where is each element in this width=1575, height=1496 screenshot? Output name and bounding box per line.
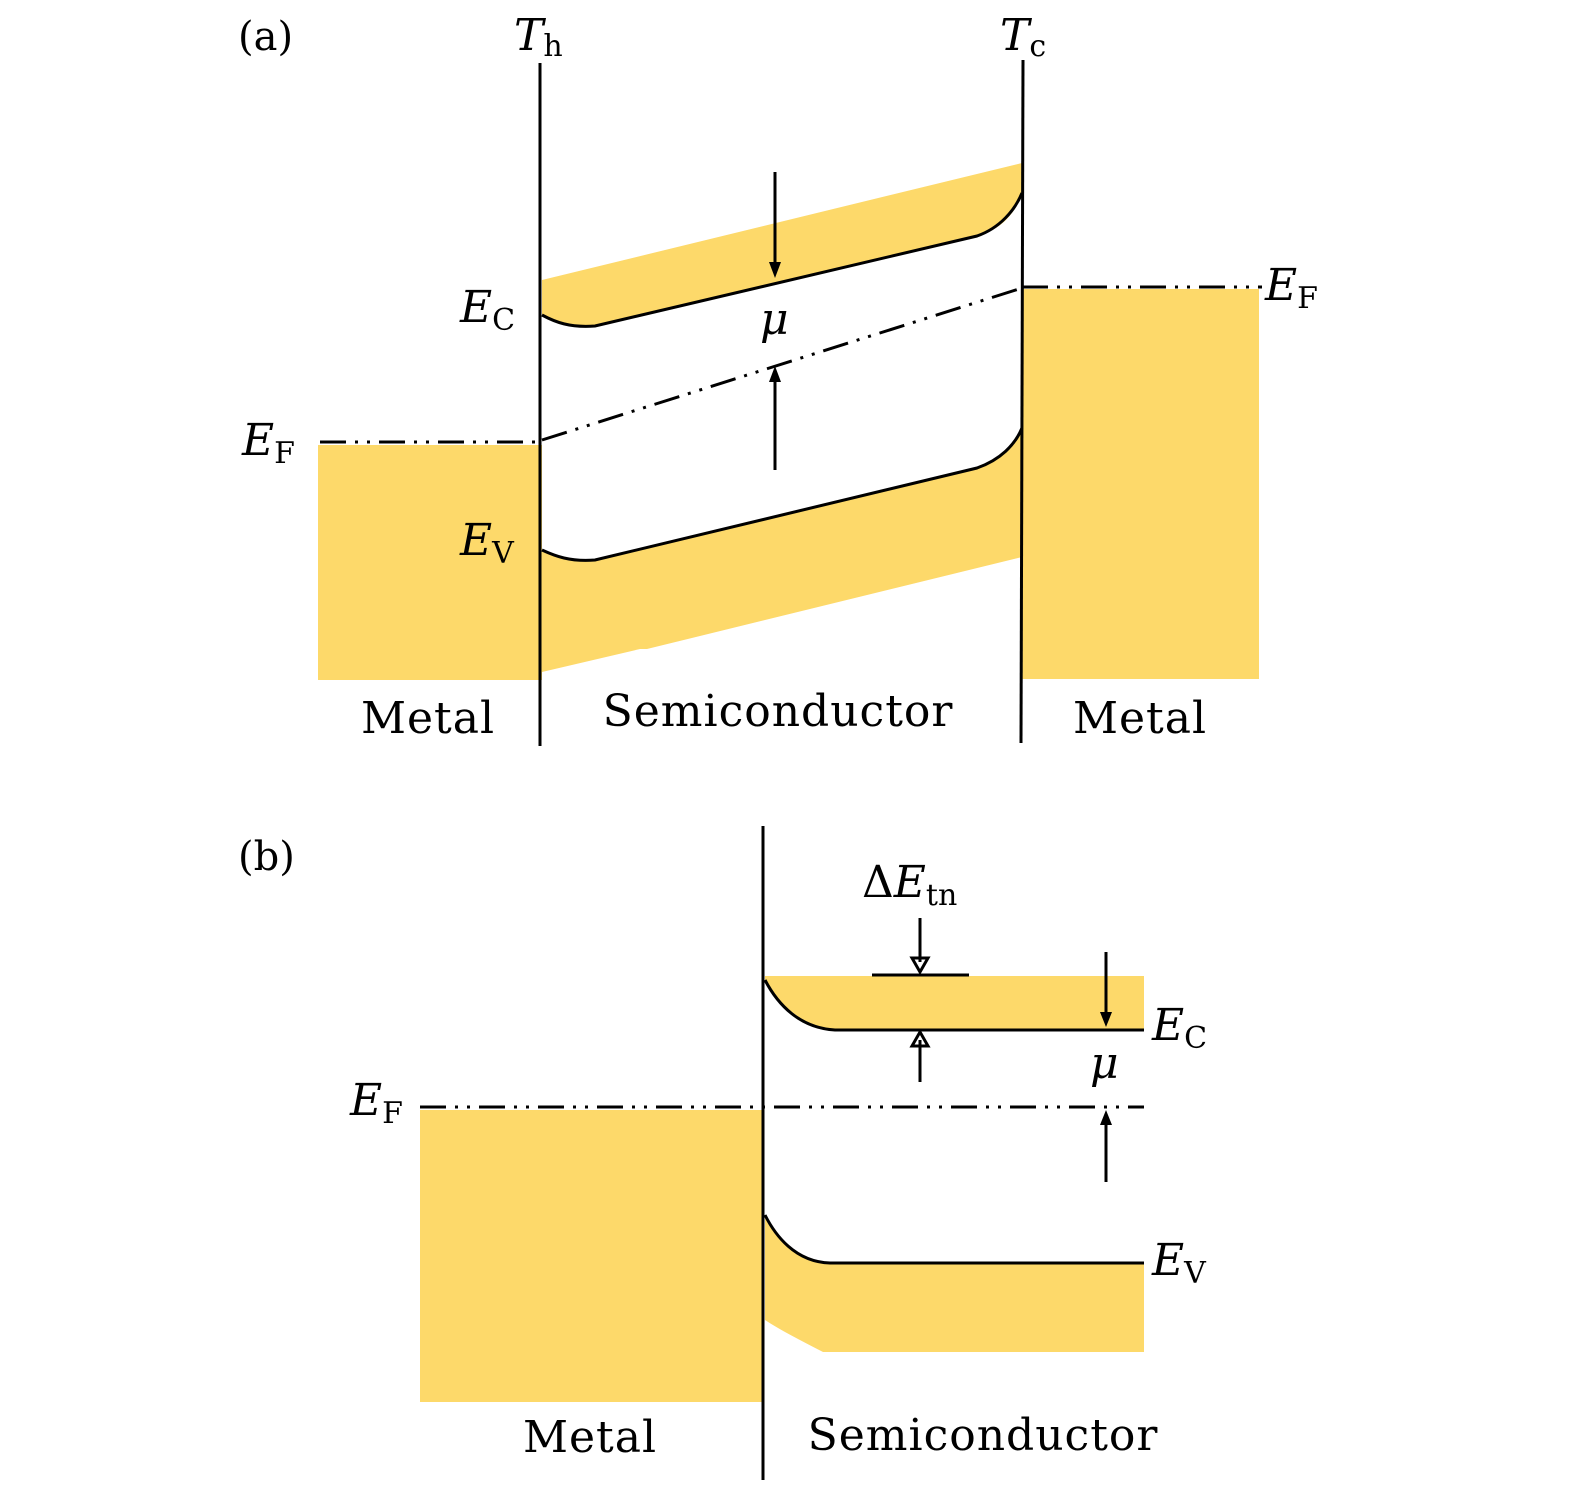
region-semiconductor-b: Semiconductor (808, 1410, 1159, 1461)
valence-band-fill (542, 428, 1022, 672)
panel-b: (b) ΔEtn EC EV EF μ Metal Semiconductor (238, 826, 1207, 1480)
region-semiconductor: Semiconductor (603, 686, 954, 737)
panel-a-label: (a) (238, 14, 293, 60)
panel-a: (a) Th Tc EC EV EF EF μ Metal Semiconduc… (238, 10, 1318, 746)
fermi-level-right-label: EF (1264, 260, 1318, 316)
conduction-band-fill (542, 163, 1022, 327)
mu-arrow-up-head-icon (1100, 1110, 1112, 1125)
chemical-potential-label: μ (760, 294, 789, 345)
conduction-band-fill-b (765, 976, 1144, 1030)
fermi-level-left-label: EF (241, 415, 295, 471)
cold-temperature-label: Tc (1000, 10, 1046, 64)
valence-band-label: EV (459, 515, 515, 571)
conduction-band-label: EC (459, 282, 515, 338)
mu-arrow-down-head-icon (1100, 1012, 1112, 1027)
delta-arrow-down-head-icon (909, 956, 931, 976)
valence-band-edge (541, 427, 1024, 562)
region-metal-left: Metal (361, 693, 495, 744)
valence-band-label-b: EV (1151, 1235, 1207, 1291)
conduction-band-edge-b (763, 979, 1144, 1032)
metal-right-block (1022, 289, 1259, 679)
region-metal-right: Metal (1073, 693, 1207, 744)
interface-cold (1019, 59, 1025, 744)
metal-left-block (318, 445, 542, 680)
conduction-band-label-b: EC (1151, 1000, 1207, 1056)
conduction-band-edge (541, 192, 1024, 328)
delta-arrow-up-head-icon (909, 1028, 931, 1048)
fermi-level-label-b: EF (349, 1075, 403, 1131)
delta-energy-label: ΔEtn (862, 857, 957, 913)
chemical-potential-line (541, 286, 1023, 442)
chemical-potential-label-b: μ (1090, 1038, 1119, 1089)
valence-band-edge-b (763, 1214, 1144, 1265)
hot-temperature-label: Th (514, 10, 563, 64)
valence-band-fill-b (765, 1215, 1144, 1352)
panel-b-label: (b) (238, 834, 295, 880)
metal-block (420, 1110, 763, 1402)
region-metal-b: Metal (523, 1412, 657, 1463)
arrow-down-head-icon (769, 262, 781, 278)
arrow-up-head-icon (769, 366, 781, 382)
